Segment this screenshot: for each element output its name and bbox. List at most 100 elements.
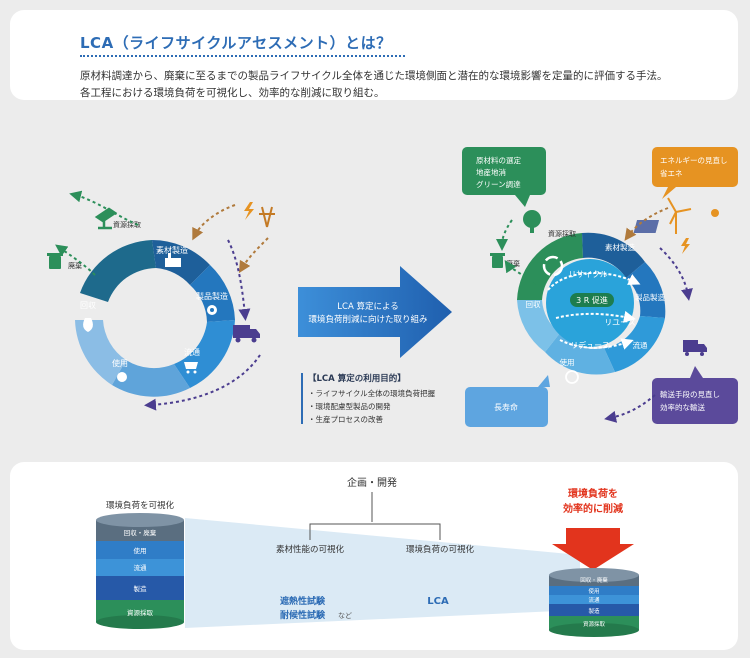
right-layer-recovery: 回収・廃棄 — [580, 576, 608, 584]
left-ring-product — [190, 265, 235, 322]
right-ring-distribution — [604, 316, 665, 372]
right-stack: 回収・廃棄 使用 流通 製造 資源採取 — [549, 568, 639, 637]
purpose-item-1: ・ライフサイクル全体の環境負荷把握 — [308, 388, 436, 398]
left-stage-recovery: 回収 — [80, 300, 96, 310]
callout-energy-line1: エネルギーの見直し — [660, 155, 728, 165]
etc-label: など — [338, 612, 352, 620]
lightning-icon — [681, 238, 690, 254]
page-title: LCA（ライフサイクルアセスメント）とは？ — [80, 34, 392, 52]
right-stage-material: 素材製造 — [605, 242, 635, 252]
label-reduce: リデュース — [570, 340, 610, 350]
callout-energy-line2: 省エネ — [660, 168, 683, 178]
right-layer-resource: 資源採取 — [583, 620, 606, 628]
right-ring-use — [545, 333, 615, 375]
env-visual-label: 環境負荷の可視化 — [406, 544, 475, 555]
lightning-icon — [244, 202, 254, 220]
callout-energy: エネルギーの見直し 省エネ — [652, 147, 738, 199]
left-stage-material: 素材製造 — [156, 245, 188, 255]
right-arrow-disposal — [504, 260, 536, 286]
tree-lines — [309, 492, 441, 540]
purpose-item-2: ・環境配慮型製品の開発 — [308, 401, 391, 411]
arrow-label-2: 環境負荷削減に向けた取り組み — [308, 314, 428, 325]
left-cycle: 素材製造 製品製造 流通 使用 回収 資源採取 廃棄 — [47, 190, 275, 411]
recycle-icon — [542, 255, 564, 277]
3r-badge — [570, 293, 614, 307]
left-stack-title: 環境負荷を可視化 — [106, 500, 175, 511]
truck-icon — [233, 325, 260, 343]
left-ring-recovery — [75, 320, 126, 385]
left-layer-distribution: 流通 — [134, 563, 148, 572]
label-3r: 3 R 促進 — [576, 295, 608, 305]
left-arrow-energy-out — [238, 237, 269, 274]
label-recycle: リサイクル — [568, 270, 608, 279]
tree-icon — [523, 210, 541, 233]
callout-transport: 輸送手段の見直し 効率的な輸送 — [652, 366, 738, 424]
callout-materials-line2: 地産地消 — [476, 167, 506, 177]
right-arrow-resource — [496, 219, 513, 251]
left-layer-recovery: 回収・廃棄 — [124, 528, 157, 537]
bag-icon — [83, 318, 93, 332]
right-layer-manufacturing: 製造 — [588, 607, 600, 615]
purpose-title: 【LCA 算定の利用目的】 — [308, 373, 406, 384]
left-ring-use — [112, 360, 190, 397]
left-layer-resource: 資源採取 — [127, 608, 154, 617]
material-visual-label: 素材性能の可視化 — [276, 544, 345, 555]
right-stage-use: 使用 — [560, 357, 575, 367]
wind-turbine-icon — [667, 197, 692, 234]
funnel-band — [185, 518, 580, 628]
left-stage-product: 製品製造 — [196, 291, 228, 301]
right-stage-resource: 資源採取 — [548, 229, 576, 238]
right-ring-material — [582, 232, 645, 278]
callout-transport-line2: 効率的な輸送 — [660, 402, 705, 412]
right-cycle: 素材製造 製品製造 流通 使用 回収 資源採取 廃棄 リサイクル 3 R 促進 … — [462, 147, 738, 427]
purpose-list: 【LCA 算定の利用目的】 ・ライフサイクル全体の環境負荷把握 ・環境配慮型製品… — [301, 373, 436, 424]
right-layer-distribution: 流通 — [588, 596, 600, 604]
trash-icon — [490, 253, 505, 268]
left-stage-disposal: 廃棄 — [68, 261, 82, 270]
lca-label: LCA — [427, 596, 449, 607]
callout-materials: 原材料の選定 地産地消 グリーン調達 — [462, 147, 546, 207]
left-stage-use: 使用 — [112, 358, 128, 368]
left-layer-use: 使用 — [134, 546, 147, 555]
test2-label: 耐候性試験 — [280, 609, 326, 621]
reduce-line-1: 環境負荷を — [568, 487, 618, 500]
central-arrow: LCA 算定による 環境負荷削減に向けた取り組み — [298, 266, 452, 358]
truck-icon — [683, 340, 707, 356]
arrow-reuse — [555, 310, 636, 323]
callout-longlife: 長寿命 — [465, 375, 550, 427]
cart-icon — [184, 362, 198, 374]
description-line-2: 各工程における環境負荷を可視化し、効率的な削減に取り組む。 — [80, 87, 385, 99]
gear-icon — [207, 305, 217, 315]
purpose-item-3: ・生産プロセスの改善 — [308, 414, 383, 424]
callout-materials-line3: グリーン調達 — [476, 179, 521, 189]
power-tower-icon — [259, 206, 275, 228]
left-stage-distribution: 流通 — [184, 347, 200, 357]
arrow-recycle — [547, 272, 641, 291]
intro-card: LCA（ライフサイクルアセスメント）とは？ 原材料調達から、廃棄に至るまでの製品… — [10, 10, 738, 100]
left-layer-manufacturing: 製造 — [134, 584, 148, 593]
left-stage-resource: 資源採取 — [113, 220, 141, 229]
left-ring-distribution — [174, 320, 235, 388]
callout-transport-line1: 輸送手段の見直し — [660, 389, 720, 399]
left-ring-resource — [80, 240, 156, 302]
reduce-arrow: 環境負荷を 効率的に削減 — [552, 487, 634, 570]
trash-icon — [47, 253, 63, 269]
arrow-label-1: LCA 算定による — [337, 301, 398, 312]
description-line-1: 原材料調達から、廃棄に至るまでの製品ライフサイクル全体を通じた環境側面と潜在的な… — [80, 70, 668, 82]
right-layer-use: 使用 — [588, 587, 599, 595]
left-arrow-product — [227, 239, 251, 321]
callout-longlife-text: 長寿命 — [494, 402, 518, 412]
arrow-reduce — [559, 338, 634, 350]
planning-label: 企画・開発 — [347, 476, 397, 489]
left-arrow-bottom — [144, 354, 261, 411]
reduce-line-2: 効率的に削減 — [563, 502, 623, 515]
hand-icon — [117, 372, 127, 382]
right-stage-product: 製品製造 — [635, 292, 665, 302]
right-stage-recovery: 回収 — [526, 300, 541, 309]
left-stack: 回収・廃棄 使用 流通 製造 資源採取 — [96, 513, 184, 629]
left-arrow-resource — [69, 190, 139, 226]
title-underline — [80, 55, 405, 57]
label-reuse: リユース — [604, 318, 636, 327]
